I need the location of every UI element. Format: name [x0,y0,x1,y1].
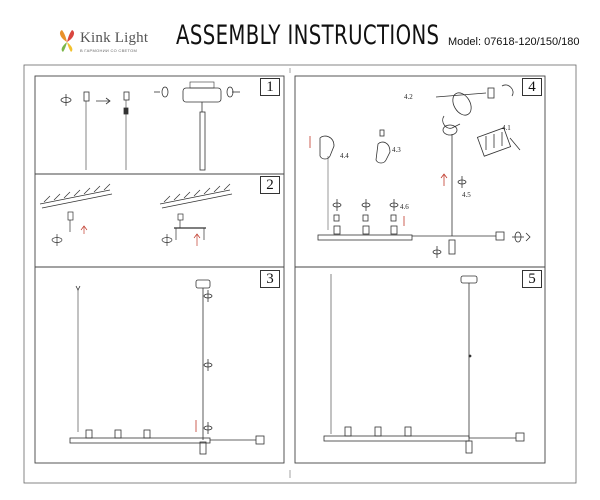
rotate-arrow-icon [60,94,72,106]
sub-step-label: 4.3 [392,146,401,154]
ceiling-hatch-right [159,183,233,209]
sub-step-label: 4.5 [462,191,471,199]
sub-step-label: 4.6 [400,203,409,211]
hand-grip-icon [319,135,335,230]
step-5-box [522,270,542,288]
document-title: ASSEMBLY INSTRUCTIONS [176,20,440,51]
step-3-number: 3 [266,271,274,287]
hand-shade-icon [435,84,514,116]
step-4-number: 4 [528,79,536,95]
hand-grip-icon [375,129,391,164]
step-2-box [260,176,280,194]
step-3-box [260,270,280,288]
terminal-block-icon [476,127,521,157]
step-1-box [260,78,280,96]
hand-bulb-icon [442,115,461,148]
right-arrow-icon [96,97,111,105]
step-5-number: 5 [528,271,536,287]
brand-logo-icon [59,30,75,52]
sub-step-label: 4.1 [502,124,511,132]
brand-tagline: В ГАРМОНИИ СО СВЕТОМ [80,48,138,53]
model-number: Model: 07618-120/150/180 [448,36,580,48]
sub-step-label: 4.4 [340,152,349,160]
sub-step-label: 4.2 [404,93,413,101]
step-4-box [522,78,542,96]
ceiling-hatch-left [39,183,113,209]
step-2-number: 2 [266,177,274,193]
step-1-number: 1 [266,79,274,95]
brand-name: Kink Light [80,30,149,46]
